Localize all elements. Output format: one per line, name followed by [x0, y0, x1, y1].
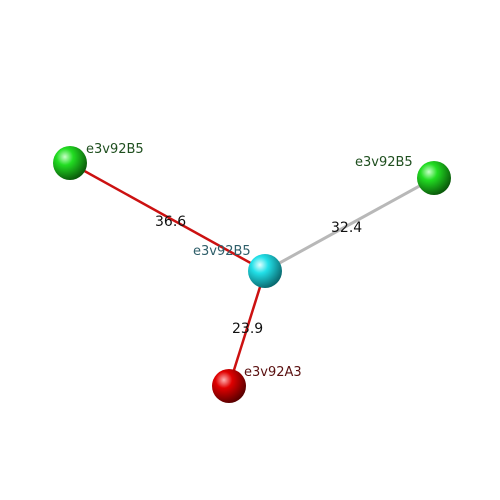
atom-center[interactable]	[248, 254, 282, 288]
atom-label-left: e3v92B5	[86, 142, 144, 157]
atom-right[interactable]	[417, 161, 451, 195]
distance-label-center-right: 32.4	[331, 220, 362, 236]
bond-center-bottom	[227, 270, 267, 387]
bond-center-right	[264, 176, 435, 273]
atom-left[interactable]	[53, 146, 87, 180]
atom-bottom[interactable]	[212, 369, 246, 403]
atom-label-right: e3v92B5	[355, 155, 413, 170]
atom-label-bottom: e3v92A3	[244, 365, 302, 380]
atom-label-center: e3v92B5	[193, 244, 251, 259]
bond-center-left	[69, 161, 266, 273]
distance-label-center-bottom: 23.9	[232, 321, 263, 337]
distance-label-center-left: 36.6	[155, 214, 186, 230]
